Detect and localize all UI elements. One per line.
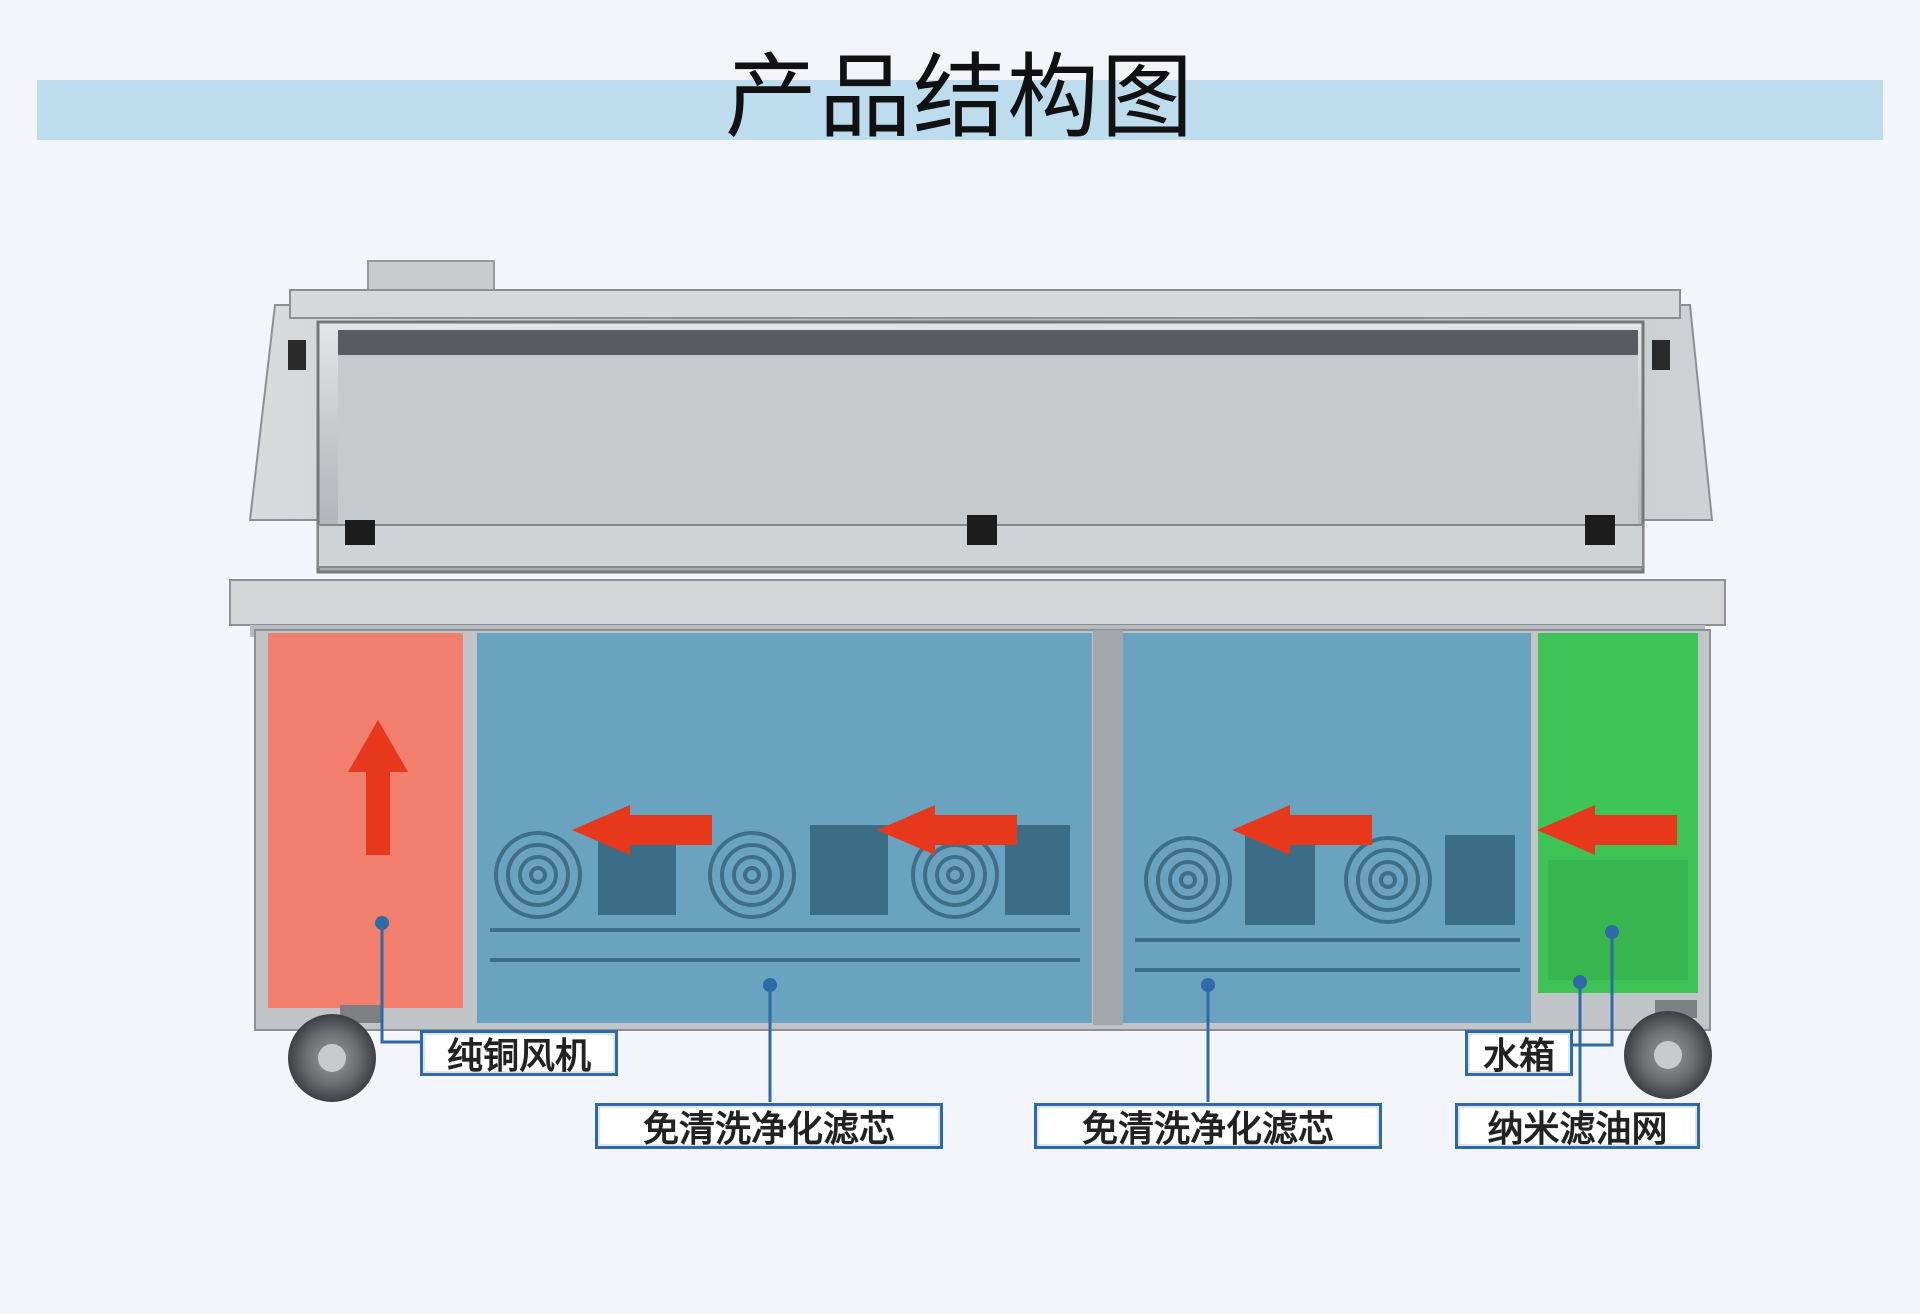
label-water-tank: 水箱: [1465, 1030, 1573, 1077]
fan-grille-icon: [1144, 836, 1232, 924]
counter-top: [229, 579, 1726, 626]
label-filter-right: 免清洗净化滤芯: [1034, 1103, 1382, 1150]
control-box: [367, 260, 495, 292]
hood-bracket-right: [1652, 340, 1670, 370]
page-title: 产品结构图: [724, 44, 1195, 151]
caster-left: [288, 1005, 382, 1102]
fan-grille-icon: [1344, 836, 1432, 924]
airflow-up-arrow: [348, 720, 408, 855]
hood-window-top: [338, 330, 1638, 355]
label-filter-left: 免清洗净化滤芯: [595, 1103, 943, 1150]
fan-grille-icon: [494, 831, 582, 919]
leader-fan: [380, 923, 422, 1044]
hood-bracket-left: [288, 340, 306, 370]
airflow-left-arrow: [1537, 805, 1677, 855]
label-oil-mesh: 纳米滤油网: [1455, 1103, 1700, 1150]
leader-tank: [1572, 932, 1614, 1047]
vent-slots: [490, 928, 1520, 972]
module-box: [810, 825, 888, 915]
latch-left: [345, 520, 375, 545]
hood-top: [289, 289, 1681, 319]
airflow-left-arrow: [877, 805, 1017, 855]
airflow-left-arrow: [1232, 805, 1372, 855]
title-band: [37, 80, 1883, 140]
latch-mid: [967, 515, 997, 545]
fan-zone: [268, 633, 463, 1008]
hood-window-glass: [338, 355, 1638, 525]
filter-modules: [494, 831, 1432, 924]
leader-dots: [375, 916, 1619, 992]
leader-lines: [380, 923, 1614, 1102]
latch-right: [1585, 515, 1615, 545]
oil-mesh-area: [1548, 860, 1688, 980]
hood: [248, 260, 1714, 574]
cabinet-divider: [1093, 630, 1123, 1025]
fan-grille-icon: [708, 831, 796, 919]
module-box: [1445, 835, 1515, 925]
caster-right: [1624, 1000, 1712, 1099]
label-fan: 纯铜风机: [420, 1030, 618, 1077]
airflow-left-arrow: [572, 805, 712, 855]
airflow-arrows: [572, 805, 1677, 855]
